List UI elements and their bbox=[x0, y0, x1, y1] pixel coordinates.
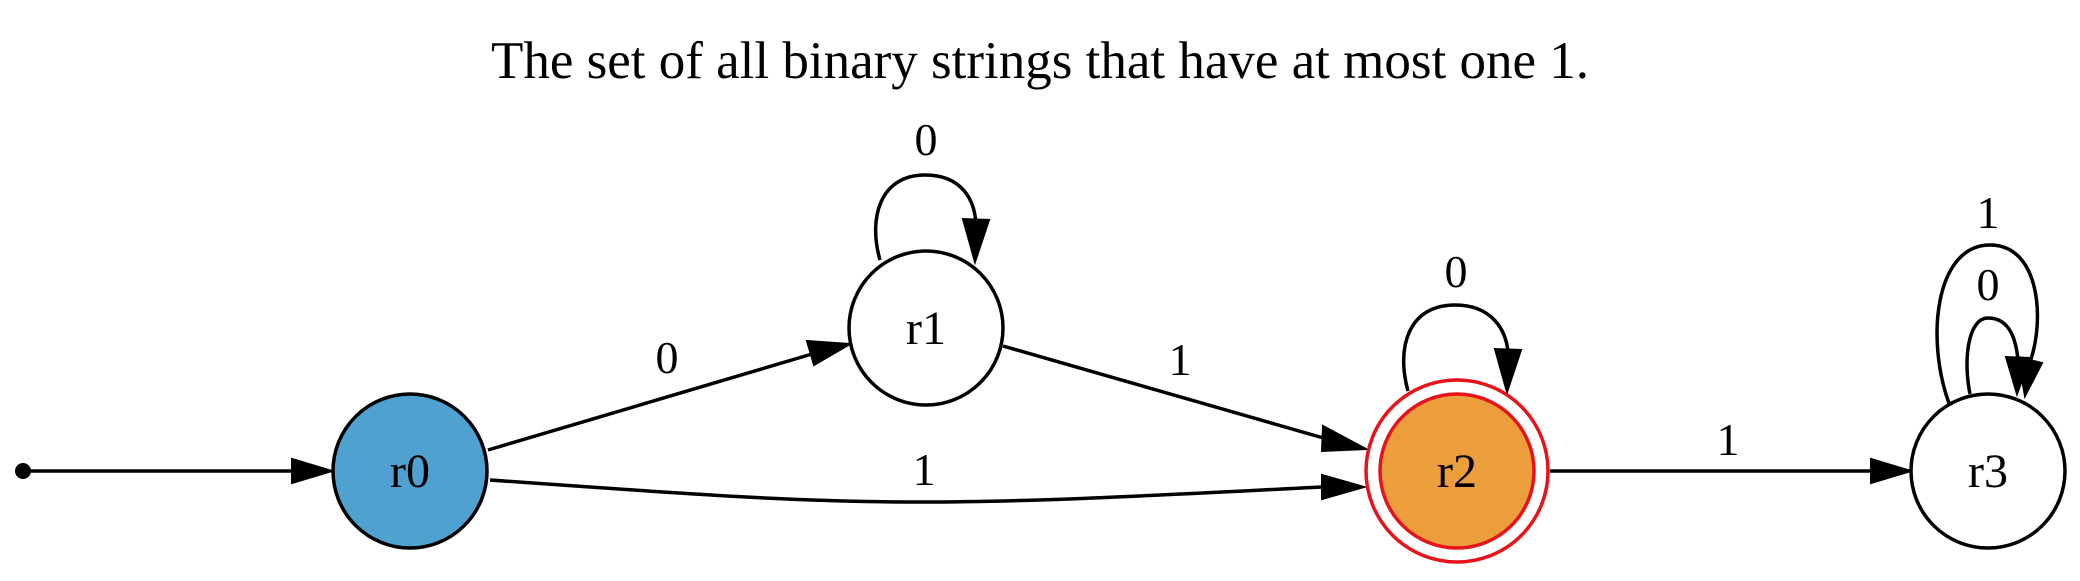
state-r2-label: r2 bbox=[1437, 445, 1477, 498]
edge-r0-r1-label: 0 bbox=[656, 332, 679, 383]
state-r3-circle bbox=[1909, 392, 2067, 550]
state-r0: r0 bbox=[331, 392, 489, 550]
state-r2: r2 bbox=[1364, 378, 1550, 564]
edge-r2-r3-arrowhead bbox=[1870, 457, 1915, 485]
state-r3: r3 bbox=[1909, 392, 2067, 550]
diagram-title: The set of all binary strings that have … bbox=[491, 32, 1589, 90]
edge-r0-r2-label: 1 bbox=[913, 444, 936, 495]
edge-r0-r2-arrowhead bbox=[1321, 473, 1368, 501]
state-r0-circle bbox=[331, 392, 489, 550]
edge-r2-r2-label: 0 bbox=[1445, 246, 1468, 297]
edge-r1-r2-path bbox=[1002, 344, 1328, 441]
edge-r1-r1: 0 bbox=[873, 114, 991, 266]
edge-r0-r2: 1 bbox=[489, 444, 1368, 504]
edge-r1-r2: 1 bbox=[1002, 334, 1370, 453]
state-r0-label: r0 bbox=[390, 445, 430, 498]
state-r1-circle bbox=[847, 249, 1005, 407]
edge-r2-r2: 0 bbox=[1401, 246, 1523, 396]
edge-r1-r1-label: 0 bbox=[915, 114, 938, 165]
edge-r0-r1: 0 bbox=[487, 332, 854, 452]
edge-r0-r1-path bbox=[487, 352, 813, 452]
edge-r3-r3-outer-arrowhead bbox=[2016, 355, 2044, 400]
edge-r1-r1-arrowhead bbox=[961, 217, 991, 266]
edge-r0-r1-arrowhead bbox=[805, 339, 854, 367]
edge-r3-r3-inner-label: 0 bbox=[1977, 259, 2000, 310]
state-r2-inner-circle bbox=[1378, 392, 1536, 550]
edge-r2-r2-arrowhead bbox=[1493, 347, 1523, 396]
state-r1-label: r1 bbox=[906, 302, 946, 355]
edge-r3-r3-outer-path bbox=[1935, 243, 2040, 407]
initial-arrow bbox=[15, 457, 336, 485]
edge-r1-r2-label: 1 bbox=[1169, 334, 1192, 385]
state-r3-label: r3 bbox=[1968, 445, 2008, 498]
edge-r3-r3-inner-path bbox=[1965, 316, 2020, 395]
edge-r3-r3-outer: 1 bbox=[1935, 187, 2044, 407]
edge-r2-r3: 1 bbox=[1550, 414, 1915, 485]
edge-r2-r3-label: 1 bbox=[1717, 414, 1740, 465]
edge-r3-r3-outer-label: 1 bbox=[1977, 187, 2000, 238]
state-r1: r1 bbox=[847, 249, 1005, 407]
initial-arrow-head bbox=[291, 457, 336, 485]
edge-r1-r2-arrowhead bbox=[1320, 424, 1370, 453]
edge-r2-r2-path bbox=[1401, 303, 1510, 392]
edge-r1-r1-path bbox=[873, 173, 978, 261]
edge-r0-r2-path bbox=[489, 478, 1323, 504]
